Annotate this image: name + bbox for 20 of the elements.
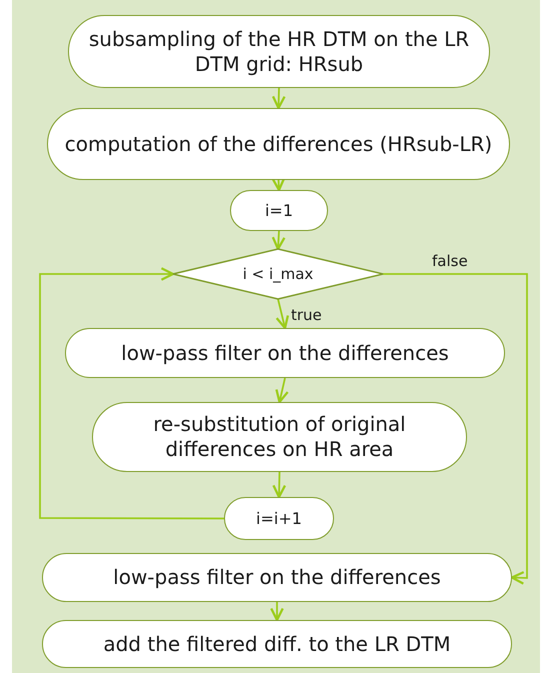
process-box: computation of the differences (HRsub-LR): [47, 108, 510, 180]
arrow: [272, 230, 286, 250]
arrow: [275, 378, 289, 404]
process-box: add the filtered diff. to the LR DTM: [42, 620, 512, 668]
arrow: [272, 472, 286, 498]
edge-label: false: [432, 252, 468, 270]
arrow: [39, 267, 224, 520]
process-box: subsampling of the HR DTM on the LR DTM grid: HRsub: [68, 15, 490, 88]
process-box: low-pass filter on the differences: [65, 328, 505, 378]
arrow: [272, 177, 286, 192]
node-text: i < i_max: [242, 265, 314, 283]
process-box: re-substitution of original differences on HR area: [92, 402, 467, 472]
arrow: [270, 602, 284, 622]
edge-label: true: [291, 306, 322, 324]
arrow: [383, 273, 528, 585]
arrow: [276, 298, 290, 330]
process-box: low-pass filter on the differences: [42, 553, 512, 602]
arrow: [272, 88, 286, 110]
process-box: i=i+1: [224, 497, 334, 540]
process-box: i=1: [230, 190, 328, 231]
